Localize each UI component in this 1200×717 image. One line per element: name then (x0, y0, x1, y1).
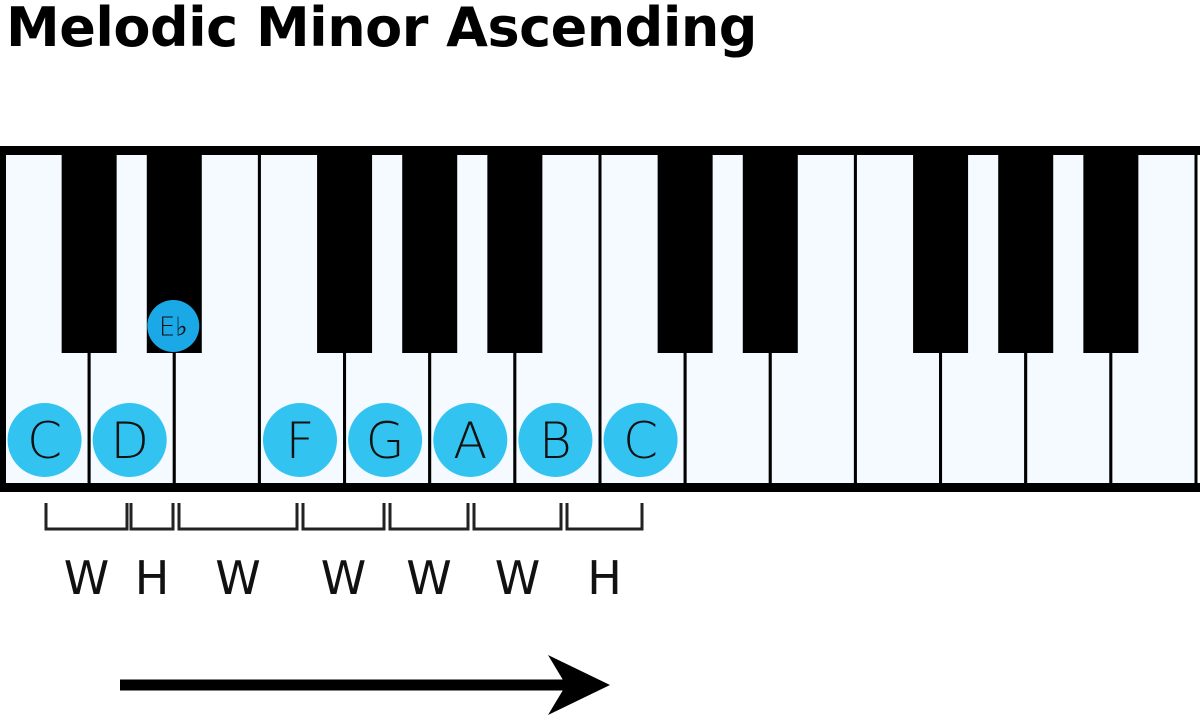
step-label: W (495, 551, 540, 605)
arrow-head (548, 655, 610, 715)
step-label: H (135, 551, 170, 605)
step-bracket (565, 503, 644, 531)
note-circle (147, 300, 200, 352)
note-label: C (623, 412, 658, 470)
black-key (402, 150, 458, 353)
note-marker: C (603, 403, 678, 477)
note-label: D (110, 412, 149, 470)
note-circle (348, 403, 423, 477)
step-bracket (301, 503, 386, 531)
black-key (657, 150, 713, 353)
note-label: B (539, 412, 572, 470)
black-keys (61, 150, 1139, 353)
note-marker: G (348, 403, 423, 477)
note-label: C (27, 412, 62, 470)
note-circle (603, 403, 678, 477)
keyboard-left-edge (0, 146, 6, 492)
note-label: G (366, 412, 405, 470)
note-circle (433, 403, 508, 477)
black-key (487, 150, 543, 353)
step-bracket (472, 503, 563, 531)
note-circle (518, 403, 593, 477)
note-marker: E♭ (147, 300, 200, 352)
black-key (317, 150, 373, 353)
page-title: Melodic Minor Ascending (6, 0, 757, 59)
black-key (913, 150, 969, 353)
note-label: A (453, 412, 487, 470)
black-key (742, 150, 798, 353)
note-marker: A (433, 403, 508, 477)
black-key (61, 150, 117, 353)
step-bracket (388, 503, 470, 531)
step-label: W (406, 551, 451, 605)
note-circle (263, 403, 337, 477)
note-marker: F (263, 403, 337, 477)
note-marker: B (518, 403, 593, 477)
step-label: W (215, 551, 260, 605)
keyboard-top-bar (0, 146, 1200, 155)
black-key (1083, 150, 1139, 353)
step-label: W (64, 551, 109, 605)
note-circle (7, 403, 82, 477)
step-bracket (177, 503, 299, 531)
note-marker: C (7, 403, 82, 477)
note-marker: D (92, 403, 167, 477)
step-bracket (129, 503, 175, 531)
note-circle (92, 403, 167, 477)
step-brackets (44, 503, 644, 531)
note-label: F (286, 412, 315, 470)
keyboard-bottom-bar (0, 483, 1200, 492)
right-arrow-icon (120, 655, 610, 715)
black-key (998, 150, 1054, 353)
step-label: H (587, 551, 622, 605)
step-label: W (321, 551, 366, 605)
note-label: E♭ (159, 312, 188, 342)
step-bracket (44, 503, 129, 531)
